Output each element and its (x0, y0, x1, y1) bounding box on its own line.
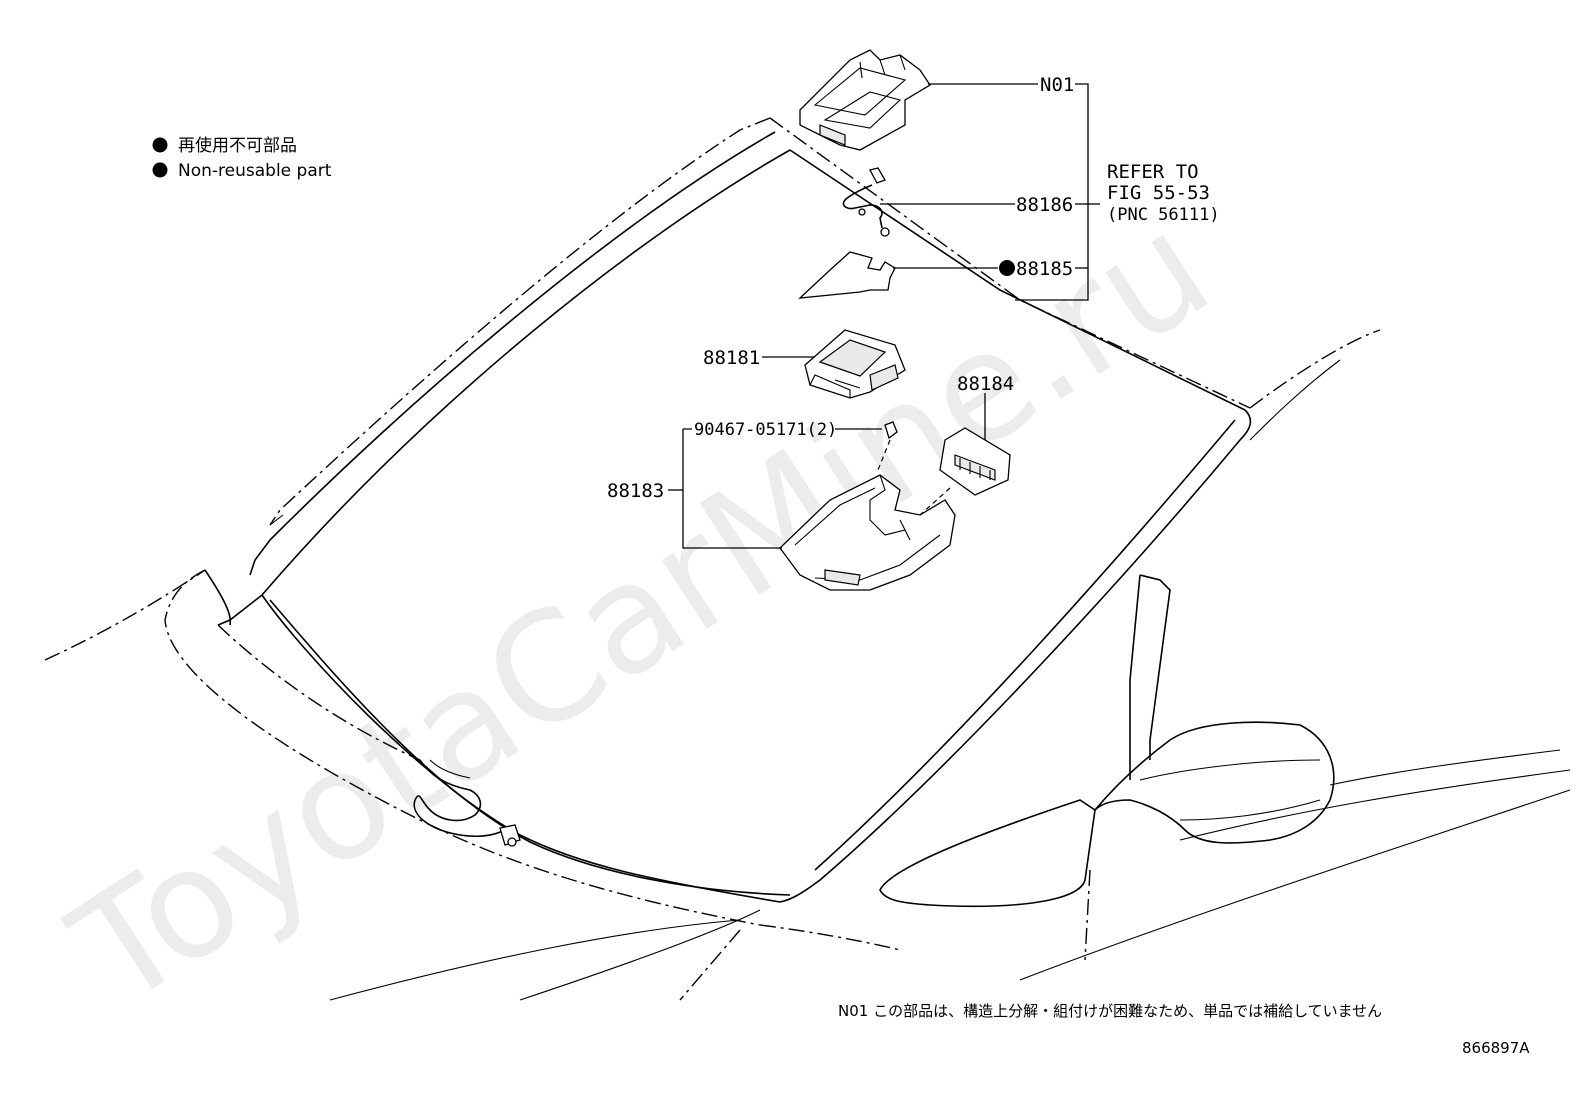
callout-88185: 88185 (1016, 258, 1073, 280)
reference-line-2: FIG 55-53 (1107, 182, 1210, 204)
callout-88181: 88181 (703, 347, 760, 369)
watermark: ToyotaCarMine.ru (44, 181, 1239, 1041)
bracket-n01-part (799, 49, 931, 151)
callout-n01: N01 (1040, 74, 1074, 96)
non-reusable-marker-88185 (999, 260, 1015, 276)
legend-bullet-icon (152, 162, 168, 178)
cover-88184-part (919, 427, 1011, 516)
reference-line-3: (PNC 56111) (1107, 205, 1220, 225)
windshield-outline (44, 117, 1571, 1001)
sensor-88181-part (804, 329, 906, 399)
legend-label-jp: 再使用不可部品 (178, 135, 297, 156)
housing-88183-part (779, 474, 956, 591)
callout-88184: 88184 (957, 373, 1014, 395)
cable-88186-part (842, 167, 890, 237)
callout-88183: 88183 (607, 480, 664, 502)
footnote: N01 この部品は、構造上分解・組付けが困難なため、単品では補給していません (838, 1002, 1382, 1020)
legend: 再使用不可部品 Non-reusable part (152, 135, 332, 181)
legend-bullet-icon (152, 137, 168, 153)
reference-line-1: REFER TO (1107, 161, 1199, 183)
clip-90467-part (877, 421, 898, 471)
callout-90467: 90467-05171(2) (694, 420, 837, 440)
diagram-code: 866897A (1462, 1039, 1530, 1057)
sheet-88185-part (798, 251, 896, 299)
leader-lines (668, 83, 1100, 549)
legend-label-en: Non-reusable part (178, 161, 332, 181)
callout-88186: 88186 (1016, 194, 1073, 216)
